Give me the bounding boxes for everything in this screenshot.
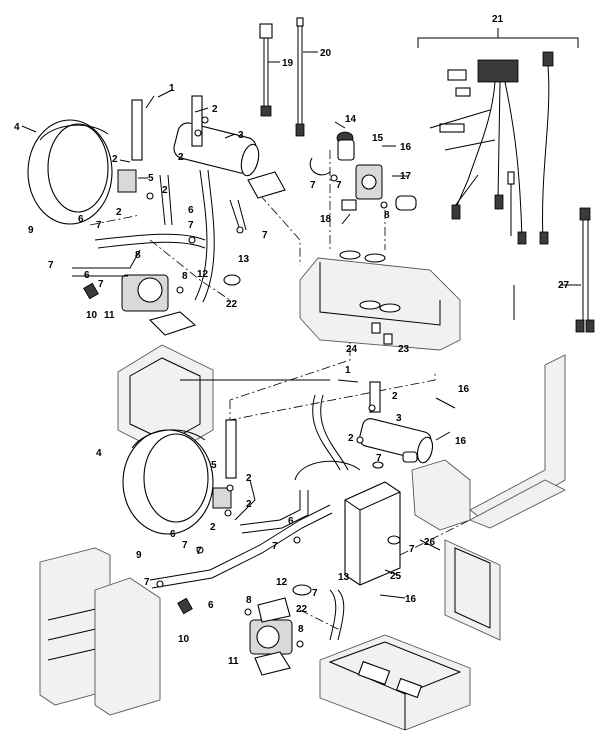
callout-3-lower: 3 xyxy=(396,413,402,424)
callout-10-lower: 10 xyxy=(178,634,190,645)
callout-12-upper: 12 xyxy=(197,269,209,280)
wiring-harness-21 xyxy=(417,28,579,245)
control-box xyxy=(319,634,471,731)
callout-13-lower: 13 xyxy=(338,572,350,583)
callout-25: 25 xyxy=(390,571,402,582)
lower-hydraulic-group xyxy=(117,344,567,676)
callout-10-upper: 10 xyxy=(86,310,98,321)
callout-2-lower-c: 2 xyxy=(246,473,252,484)
callout-7-lower-f: 7 xyxy=(144,577,150,588)
callout-27: 27 xyxy=(558,280,570,291)
callout-7-lower-a: 7 xyxy=(376,453,382,464)
callout-2-upper-e: 2 xyxy=(116,207,122,218)
callout-11-lower: 11 xyxy=(228,656,239,667)
callout-7-upper-c: 7 xyxy=(262,230,268,241)
callout-6-upper-c: 6 xyxy=(84,270,90,281)
callout-12-lower: 12 xyxy=(276,577,288,588)
callout-2-lower-d: 2 xyxy=(246,499,252,510)
callout-9-lower: 9 xyxy=(136,550,142,561)
callout-7-upper-e: 7 xyxy=(98,279,104,290)
callout-16-lower-a: 16 xyxy=(458,384,470,395)
callout-16-top: 16 xyxy=(400,142,412,153)
callout-7-lower-d: 7 xyxy=(196,546,202,557)
callout-5-lower: 5 xyxy=(211,460,217,471)
leader-lines xyxy=(21,89,515,599)
callout-6-lower-c: 6 xyxy=(208,600,214,611)
callout-8-top: 8 xyxy=(384,210,390,221)
callout-8-upper-b: 8 xyxy=(182,271,188,282)
upper-hydraulic-group xyxy=(27,95,286,336)
cable-27 xyxy=(560,207,595,333)
callout-17: 17 xyxy=(400,171,412,182)
upper-casing xyxy=(299,250,461,351)
callout-13-upper: 13 xyxy=(238,254,250,265)
callout-2-upper-a: 2 xyxy=(212,104,218,115)
callout-24: 24 xyxy=(346,344,358,355)
callout-7-upper-b: 7 xyxy=(188,220,194,231)
callout-2-lower-a: 2 xyxy=(392,391,398,402)
callout-5-upper: 5 xyxy=(148,173,154,184)
callout-7-top-b: 7 xyxy=(336,180,342,191)
callout-1-lower: 1 xyxy=(345,365,351,376)
callout-7-lower-e: 7 xyxy=(409,544,415,555)
callout-7-lower-b: 7 xyxy=(182,540,188,551)
bottom-left-casings xyxy=(39,547,161,716)
callout-labels: 1 2 3 4 2 2 5 2 2 6 9 7 6 7 7 7 8 6 7 8 … xyxy=(14,14,570,667)
callout-2-upper-d: 2 xyxy=(162,185,168,196)
callout-2-upper-b: 2 xyxy=(112,154,118,165)
callout-7-upper-a: 7 xyxy=(96,220,102,231)
callout-2-lower-b: 2 xyxy=(348,433,354,444)
callout-6-upper-a: 6 xyxy=(78,214,84,225)
callout-21: 21 xyxy=(492,14,504,25)
callout-7-top-a: 7 xyxy=(310,180,316,191)
callout-7-lower-c: 7 xyxy=(272,541,278,552)
callout-1-upper: 1 xyxy=(169,83,175,94)
callout-7-lower-g: 7 xyxy=(312,588,318,599)
callout-15: 15 xyxy=(372,133,384,144)
diverter-valve-group xyxy=(309,131,417,211)
callout-2-lower-e: 2 xyxy=(210,522,216,533)
callout-8-lower-b: 8 xyxy=(298,624,304,635)
callout-4-upper: 4 xyxy=(14,122,20,133)
callout-22-lower: 22 xyxy=(296,604,308,615)
callout-7-upper-d: 7 xyxy=(48,260,54,271)
callout-6-lower-a: 6 xyxy=(170,529,176,540)
callout-23: 23 xyxy=(398,344,410,355)
callout-16-lower-b: 16 xyxy=(455,436,467,447)
callout-6-upper-b: 6 xyxy=(188,205,194,216)
callout-18: 18 xyxy=(320,214,332,225)
callout-4-lower: 4 xyxy=(96,448,102,459)
callout-11-upper: 11 xyxy=(104,310,115,321)
callout-2-upper-c: 2 xyxy=(178,152,184,163)
sensor-cables-19-20 xyxy=(259,17,318,137)
callout-14: 14 xyxy=(345,114,357,125)
callout-8-upper-a: 8 xyxy=(135,250,141,261)
callout-26: 26 xyxy=(424,537,436,548)
callout-16-lower-c: 16 xyxy=(405,594,417,605)
callout-8-lower-a: 8 xyxy=(246,595,252,606)
assembly-lines xyxy=(89,150,471,631)
callout-3-upper: 3 xyxy=(238,130,244,141)
callout-20: 20 xyxy=(320,48,332,59)
callout-19: 19 xyxy=(282,58,294,69)
callout-6-lower-b: 6 xyxy=(288,516,294,527)
callout-22-upper: 22 xyxy=(226,299,238,310)
callout-9-upper: 9 xyxy=(28,225,34,236)
